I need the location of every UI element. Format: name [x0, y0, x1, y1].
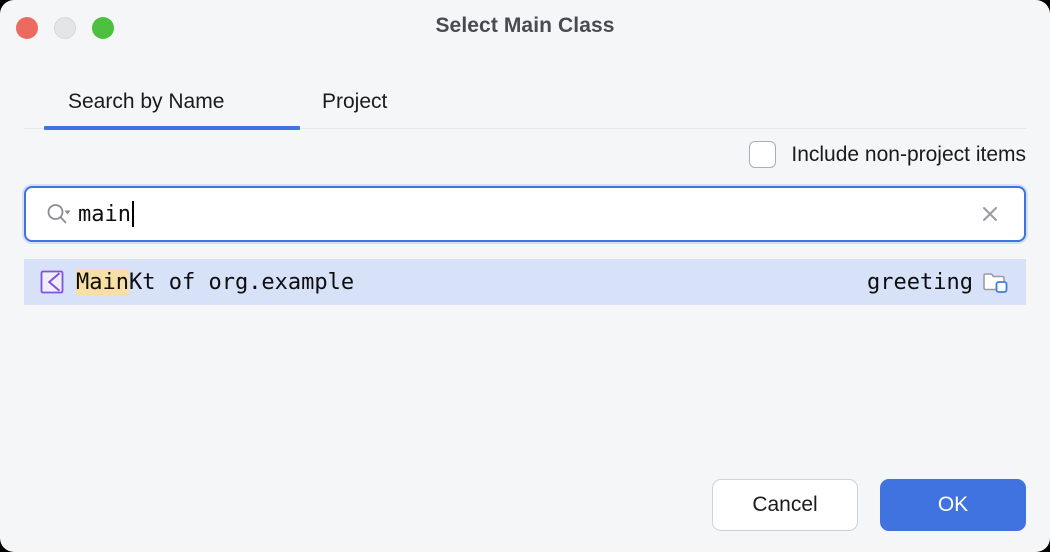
match-highlight: Main [76, 268, 129, 296]
search-input[interactable]: main [78, 201, 978, 227]
include-non-project-items-label: Include non-project items [791, 142, 1026, 166]
text-caret [131, 201, 134, 227]
tab-active-indicator [44, 126, 300, 130]
kotlin-file-icon [40, 270, 64, 294]
search-input-value: main [78, 201, 131, 227]
title-bar: Select Main Class [0, 0, 1050, 58]
maximize-button[interactable] [92, 17, 114, 39]
close-button[interactable] [16, 17, 38, 39]
list-item-rest: Kt of org.example [128, 269, 355, 295]
module-folder-icon [983, 273, 1008, 293]
list-item-module: greeting [867, 270, 1026, 295]
page-title: Select Main Class [435, 14, 615, 37]
include-non-project-items-checkbox[interactable] [749, 141, 777, 168]
tab-project[interactable]: Project [322, 90, 388, 113]
cancel-button[interactable]: Cancel [712, 479, 858, 531]
tab-search-by-name[interactable]: Search by Name [68, 90, 225, 113]
minimize-button[interactable] [54, 17, 76, 39]
tab-separator [24, 128, 1026, 129]
window-controls [16, 17, 114, 39]
include-non-project-items-row[interactable]: Include non-project items [749, 141, 1026, 168]
search-icon[interactable] [46, 203, 72, 225]
module-label: greeting [867, 269, 973, 295]
tab-bar: Search by Name Project [0, 78, 1050, 130]
close-icon[interactable] [978, 202, 1002, 226]
search-field[interactable]: main [24, 186, 1026, 242]
dialog-footer: Cancel OK [712, 479, 1026, 531]
ok-button[interactable]: OK [880, 479, 1026, 531]
